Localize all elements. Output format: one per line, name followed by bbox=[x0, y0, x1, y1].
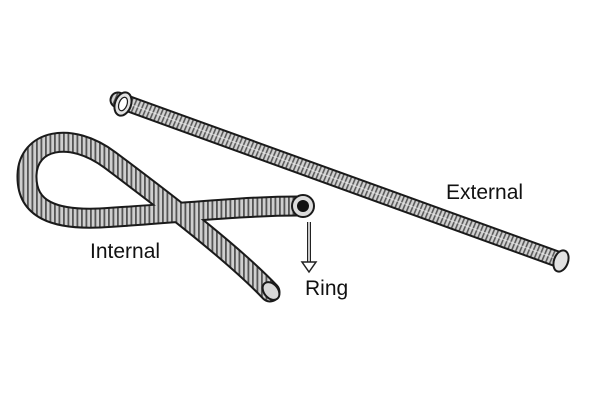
label-internal: Internal bbox=[90, 240, 161, 263]
ring-arrow bbox=[300, 222, 318, 274]
external-spring bbox=[109, 91, 570, 273]
internal-spring-tail-end bbox=[261, 281, 281, 301]
label-external: External bbox=[446, 181, 524, 204]
internal-spring bbox=[16, 131, 315, 303]
label-ring: Ring bbox=[305, 277, 349, 300]
external-spring-bottom-end bbox=[552, 249, 570, 273]
